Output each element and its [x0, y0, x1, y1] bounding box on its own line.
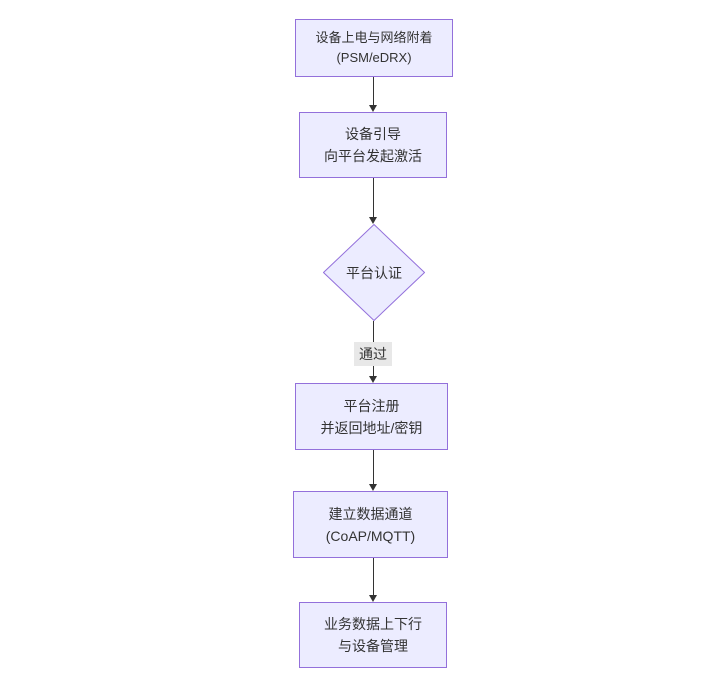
- node-data-channel-line1: 建立数据通道: [328, 505, 413, 522]
- node-register: 平台注册 并返回地址/密钥: [295, 383, 448, 450]
- node-data-channel-line2: (CoAP/MQTT): [325, 527, 416, 544]
- node-data-channel: 建立数据通道 (CoAP/MQTT): [293, 491, 448, 558]
- edge-register-to-channel: [369, 450, 377, 491]
- node-register-line1: 平台注册: [343, 397, 400, 414]
- node-power-on-line2: (PSM/eDRX): [336, 50, 412, 65]
- node-bootstrap: 设备引导 向平台发起激活: [299, 112, 447, 178]
- node-register-line2: 并返回地址/密钥: [320, 419, 423, 436]
- arrowhead-down-icon: [369, 376, 377, 383]
- node-business-data-line2: 与设备管理: [338, 638, 408, 654]
- arrowhead-down-icon: [369, 484, 377, 491]
- node-business-data: 业务数据上下行 与设备管理: [299, 602, 447, 668]
- diamond-shape: [323, 224, 425, 321]
- arrowhead-down-icon: [369, 217, 377, 224]
- node-power-on: 设备上电与网络附着 (PSM/eDRX): [295, 19, 453, 77]
- node-bootstrap-line1: 设备引导: [345, 126, 401, 142]
- arrowhead-down-icon: [369, 595, 377, 602]
- decision-platform-auth-label: 平台认证: [346, 264, 402, 281]
- edge-bootstrap-to-auth: [369, 178, 377, 224]
- edge-power-on-to-bootstrap: [369, 77, 377, 112]
- edge-label-pass: 通过: [354, 342, 392, 366]
- node-business-data-line1: 业务数据上下行: [324, 616, 422, 632]
- edge-channel-to-business: [369, 558, 377, 602]
- node-power-on-line1: 设备上电与网络附着: [315, 30, 433, 45]
- node-bootstrap-line2: 向平台发起激活: [324, 148, 422, 164]
- arrowhead-down-icon: [369, 105, 377, 112]
- decision-platform-auth: 平台认证: [323, 224, 425, 321]
